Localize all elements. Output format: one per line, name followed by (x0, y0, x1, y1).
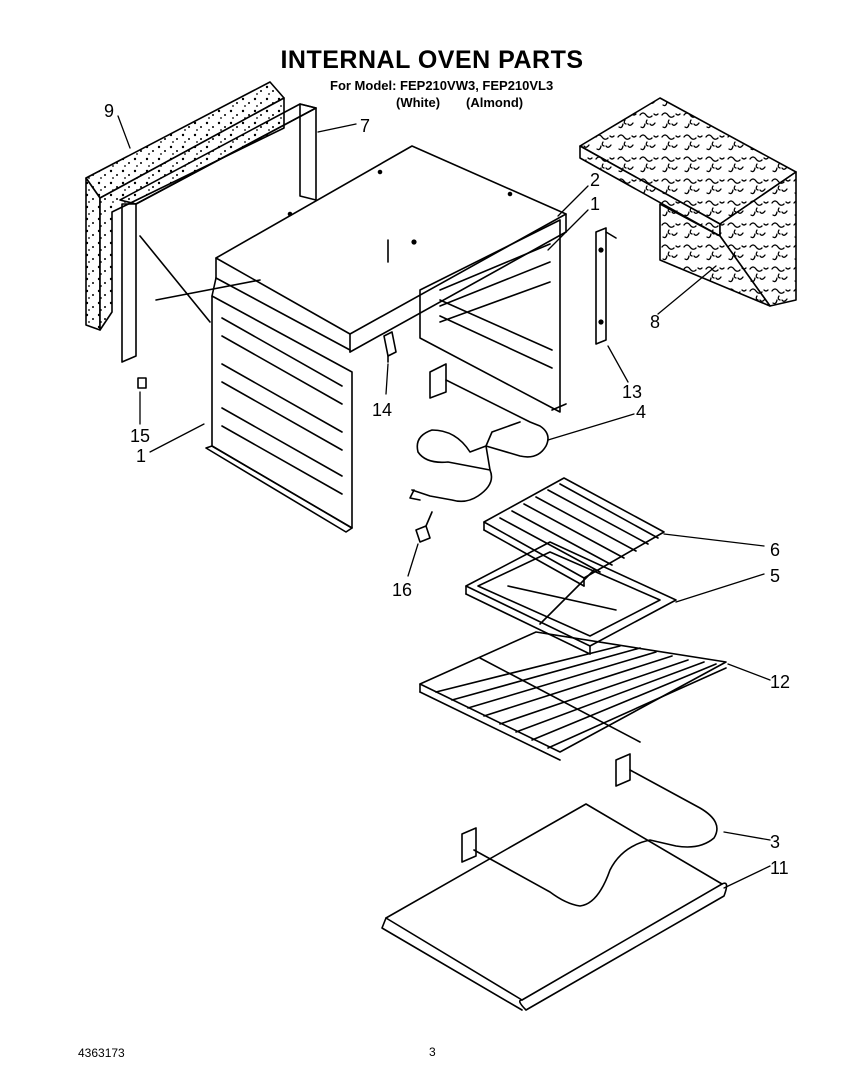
broiler-pan-part (465, 541, 677, 655)
callout-1-left: 1 (136, 446, 146, 466)
callout-2: 2 (590, 170, 600, 190)
document-number: 4363173 (78, 1046, 125, 1060)
callout-6: 6 (770, 540, 780, 560)
callout-3: 3 (770, 832, 780, 852)
color-white: (White) (396, 95, 441, 110)
color-variants: (White) (Almond) (396, 95, 523, 110)
broil-element-part (461, 753, 718, 907)
oven-liner-part (205, 145, 567, 533)
vent-bracket-part (595, 227, 617, 345)
page-number: 3 (429, 1045, 436, 1059)
clip-part (383, 331, 397, 363)
side-insulation-part (85, 81, 285, 331)
callout-9: 9 (104, 101, 114, 121)
top-insulation-part (579, 97, 797, 307)
broiler-grid-part (483, 477, 665, 587)
callout-7: 7 (360, 116, 370, 136)
callout-16: 16 (392, 580, 412, 600)
small-clip-part (137, 377, 147, 389)
bottom-panel-part (381, 803, 728, 1011)
callout-1-top: 1 (590, 194, 600, 214)
callout-14: 14 (372, 400, 392, 420)
callout-13: 13 (622, 382, 642, 402)
element-clip-part (415, 511, 433, 543)
callout-12: 12 (770, 672, 790, 692)
model-line: For Model: FEP210VW3, FEP210VL3 (330, 78, 554, 93)
color-almond: (Almond) (466, 95, 524, 110)
callout-5: 5 (770, 566, 780, 586)
page-title: INTERNAL OVEN PARTS (280, 46, 584, 74)
oven-rack-part (419, 631, 727, 761)
callout-8: 8 (650, 312, 660, 332)
callout-11: 11 (770, 858, 789, 878)
callout-15: 15 (130, 426, 150, 446)
bake-element-part (409, 363, 549, 503)
callout-4: 4 (636, 402, 646, 422)
leader-lines (117, 115, 771, 889)
